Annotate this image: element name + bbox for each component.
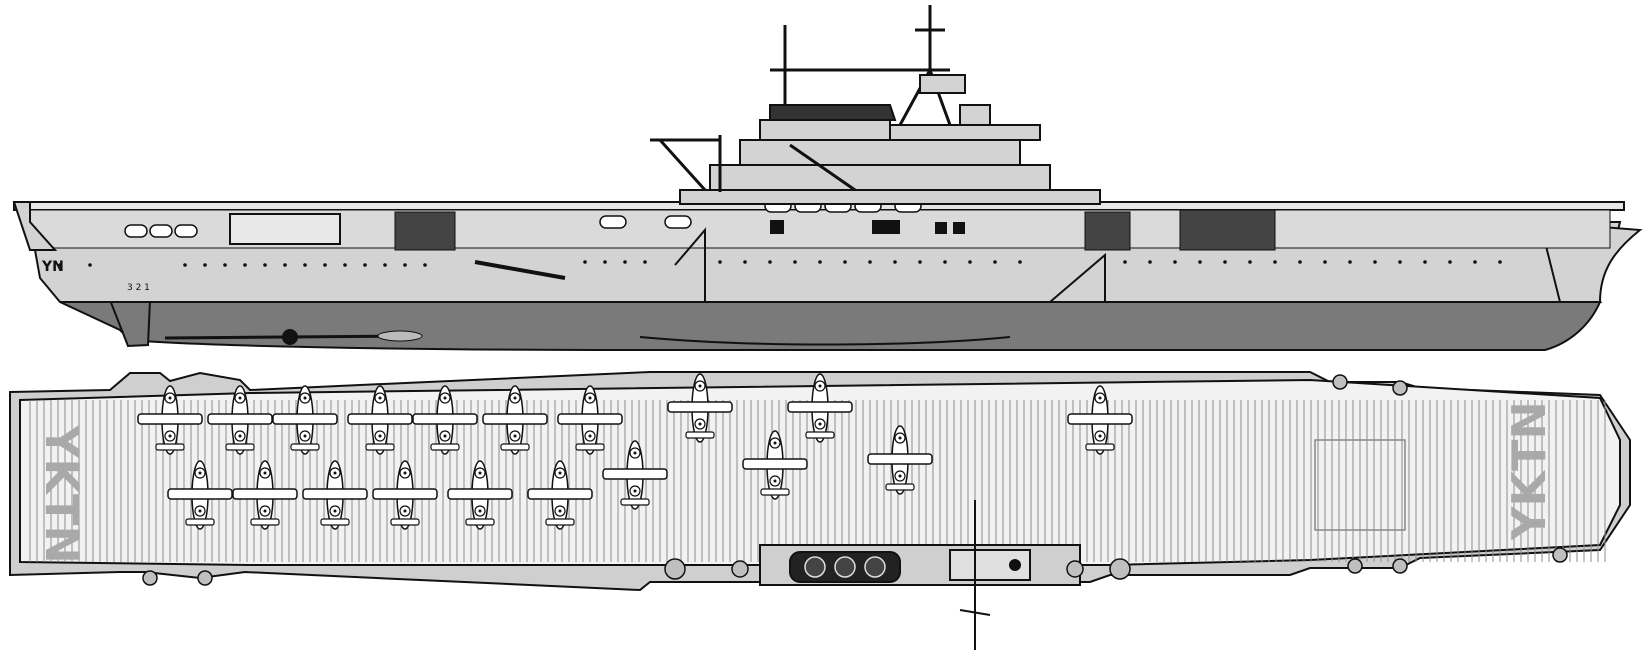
- propeller: [282, 329, 298, 345]
- parked-aircraft: [167, 460, 233, 530]
- parked-aircraft: [527, 460, 593, 530]
- gun-tubs: [142, 374, 1568, 586]
- parked-aircraft: [667, 373, 733, 443]
- bow-mark: YN: [41, 259, 64, 275]
- parked-aircraft: [1067, 385, 1133, 455]
- fore-elevator: [1314, 439, 1406, 531]
- island-plan: [759, 500, 1081, 650]
- fore-deck-letters: YKTN: [1502, 401, 1556, 541]
- parked-aircraft: [867, 425, 933, 495]
- island: [679, 104, 1101, 205]
- aft-deck-letters: YKTN: [35, 424, 89, 564]
- masts: [770, 5, 966, 126]
- parked-aircraft: [412, 385, 478, 455]
- parked-aircraft: [602, 440, 668, 510]
- parked-aircraft: [207, 385, 273, 455]
- deck-aircraft: [137, 373, 1133, 530]
- porthole-row: [58, 260, 1502, 267]
- profile-view: YN 3 2 1: [12, 5, 1643, 351]
- island-hatches: [770, 220, 965, 234]
- bilge-keel: [639, 336, 1011, 346]
- parked-aircraft: [372, 460, 438, 530]
- parked-aircraft: [482, 385, 548, 455]
- parked-aircraft: [787, 373, 853, 443]
- stern-overhang: [12, 201, 58, 251]
- parked-aircraft: [742, 430, 808, 500]
- draft-marks: 3 2 1: [127, 283, 150, 293]
- plan-view: YKTN YKTN: [9, 371, 1631, 650]
- bulge: [377, 330, 423, 342]
- hangar-openings: [229, 209, 1276, 251]
- crane: [650, 135, 856, 192]
- hull-underwater: [59, 301, 1602, 351]
- camo-line: [674, 227, 706, 302]
- parked-aircraft: [272, 385, 338, 455]
- parked-aircraft: [232, 460, 298, 530]
- parked-aircraft: [347, 385, 413, 455]
- parked-aircraft: [447, 460, 513, 530]
- parked-aircraft: [557, 385, 623, 455]
- camo-line: [1049, 252, 1106, 303]
- camo-stripe: [474, 260, 566, 280]
- parked-aircraft: [302, 460, 368, 530]
- parked-aircraft: [137, 385, 203, 455]
